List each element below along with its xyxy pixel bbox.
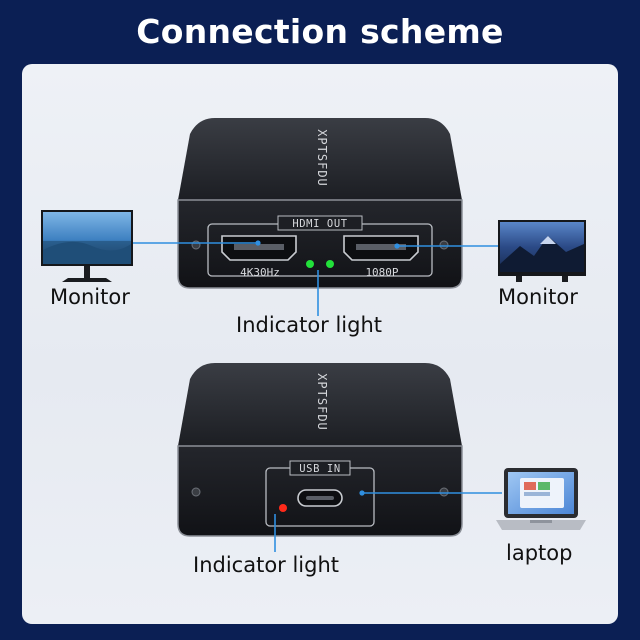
- indicator-light-label-top: Indicator light: [236, 313, 383, 337]
- screw-icon: [439, 240, 449, 250]
- indicator-led-green-2: [326, 260, 334, 268]
- hdmi-port-right-pins: [356, 244, 406, 250]
- port-group-label: HDMI OUT: [292, 218, 347, 230]
- laptop-label: laptop: [506, 541, 573, 565]
- monitor-right-label: Monitor: [498, 285, 578, 309]
- monitor-left-icon: [41, 210, 133, 282]
- device-front-face: [177, 199, 463, 289]
- indicator-light-label-bottom: Indicator light: [193, 553, 340, 577]
- monitor-right-icon: [498, 220, 586, 282]
- port-group-label-box: [277, 215, 363, 231]
- device-top-face: [178, 363, 462, 446]
- connector-lines-top: [132, 240, 498, 316]
- device-brand-text: XPTSFDU: [315, 373, 329, 431]
- page-title: Connection scheme: [136, 12, 504, 51]
- device-brand-text: XPTSFDU: [315, 129, 329, 187]
- port-label: USB IN: [299, 463, 341, 475]
- screw-icon: [191, 487, 201, 497]
- port-label-box: [289, 460, 351, 476]
- indicator-led-red: [279, 504, 287, 512]
- usb-input-device: XPTSFDU USB IN: [177, 363, 463, 537]
- hdmi-port-left-pins: [234, 244, 284, 250]
- laptop-icon: [496, 468, 586, 530]
- indicator-led-green-1: [306, 260, 314, 268]
- device-top-face: [178, 118, 462, 200]
- port-spec-right: 1080P: [365, 266, 398, 279]
- usb-c-port-tongue: [306, 496, 334, 500]
- screw-icon: [439, 487, 449, 497]
- port-spec-left: 4K30Hz: [240, 266, 280, 279]
- hdmi-splitter-device: XPTSFDU HDMI OUT 4K30Hz 1080P: [177, 118, 463, 289]
- connector-lines-bottom: [274, 490, 502, 552]
- monitor-left-label: Monitor: [50, 285, 130, 309]
